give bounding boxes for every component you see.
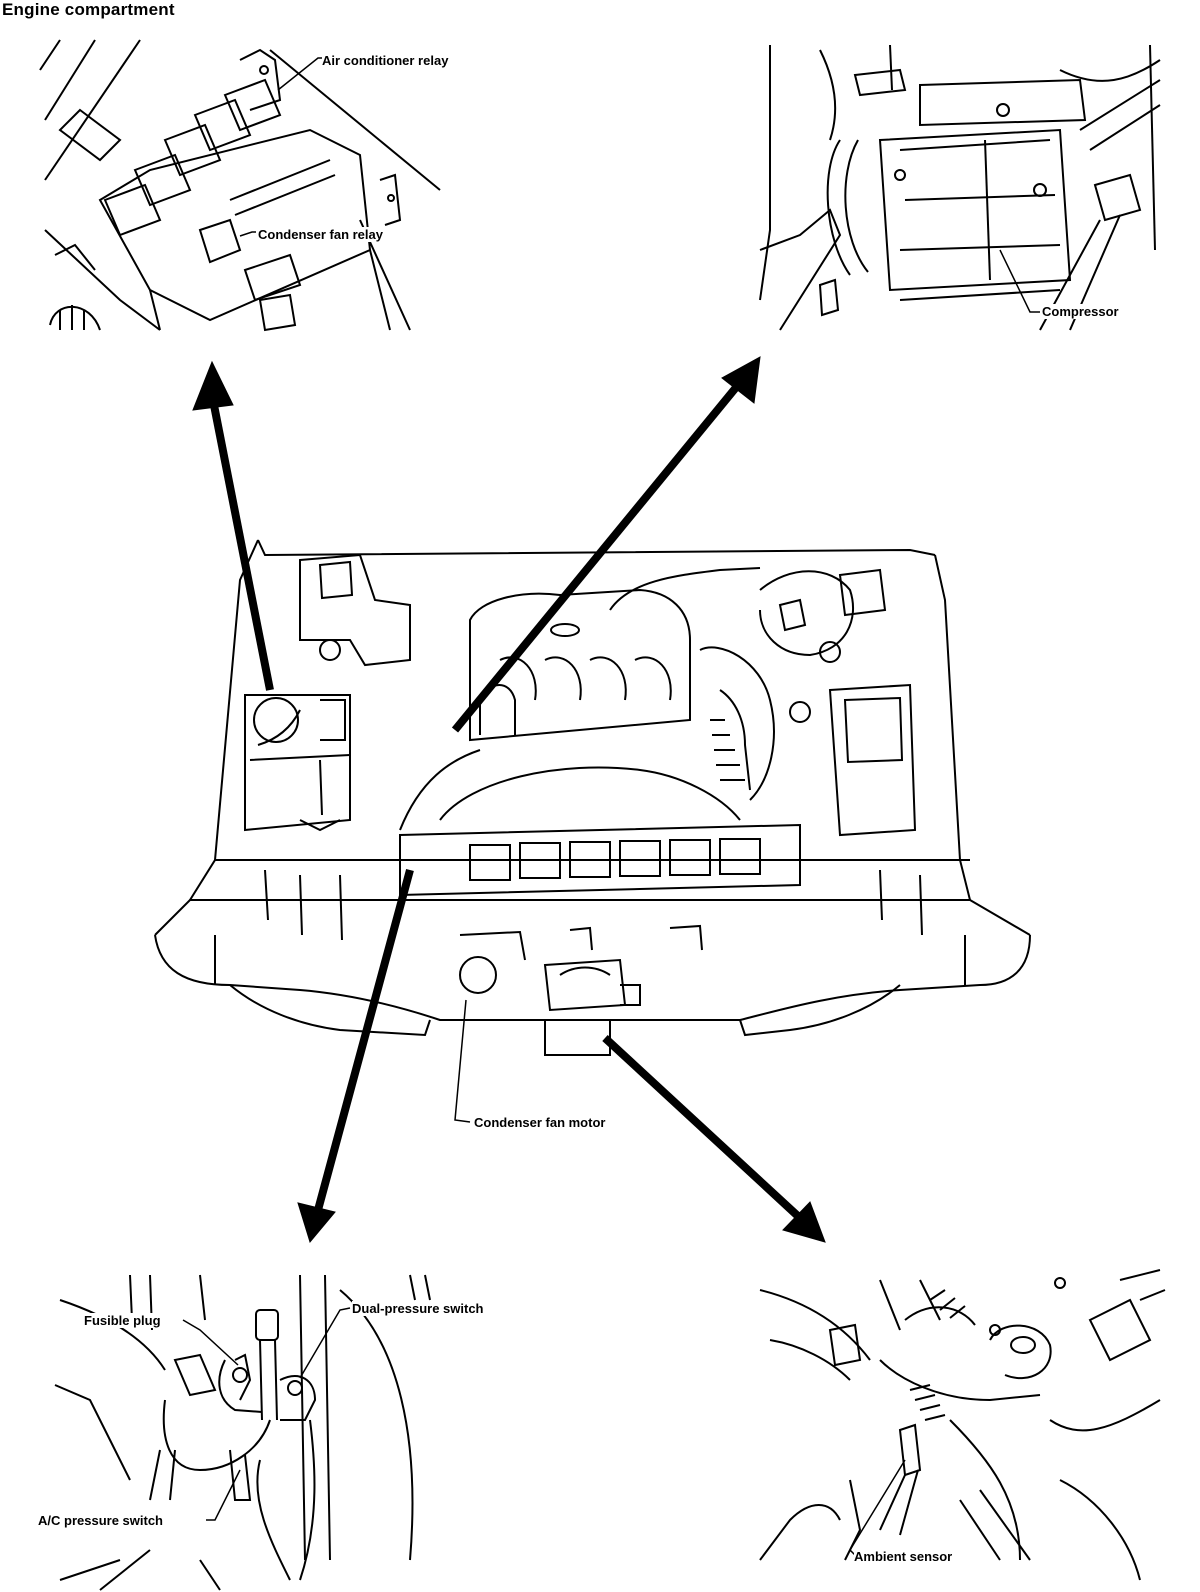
label-ac-pressure-switch: A/C pressure switch <box>38 1513 163 1528</box>
label-condenser-fan-relay: Condenser fan relay <box>258 227 383 242</box>
ambient-sensor-leader <box>850 1460 905 1555</box>
label-fusible-plug: Fusible plug <box>84 1313 161 1328</box>
diagram-title: Engine compartment <box>2 0 175 19</box>
pointer-arrows <box>193 357 825 1242</box>
compressor-detail <box>760 45 1160 330</box>
condenser-fan-relay-leader <box>240 232 256 236</box>
label-dual-pressure-switch: Dual-pressure switch <box>352 1301 484 1316</box>
ambient-sensor-detail <box>760 1270 1165 1580</box>
compressor-leader <box>1000 250 1040 312</box>
dual-pressure-switch-leader <box>300 1308 350 1378</box>
relay-box-detail <box>40 40 440 330</box>
label-condenser-fan-motor: Condenser fan motor <box>474 1115 606 1130</box>
ac-pressure-switch-leader <box>206 1470 240 1520</box>
label-ambient-sensor: Ambient sensor <box>854 1549 953 1564</box>
label-air-conditioner-relay: Air conditioner relay <box>322 53 449 68</box>
ac-relay-leader <box>278 58 322 90</box>
pressure-switch-detail <box>55 1275 430 1590</box>
condenser-fan-motor-leader <box>455 1000 470 1122</box>
fusible-plug-leader <box>183 1320 238 1365</box>
engine-bay-drawing <box>155 540 1030 1055</box>
label-compressor: Compressor <box>1042 304 1119 319</box>
